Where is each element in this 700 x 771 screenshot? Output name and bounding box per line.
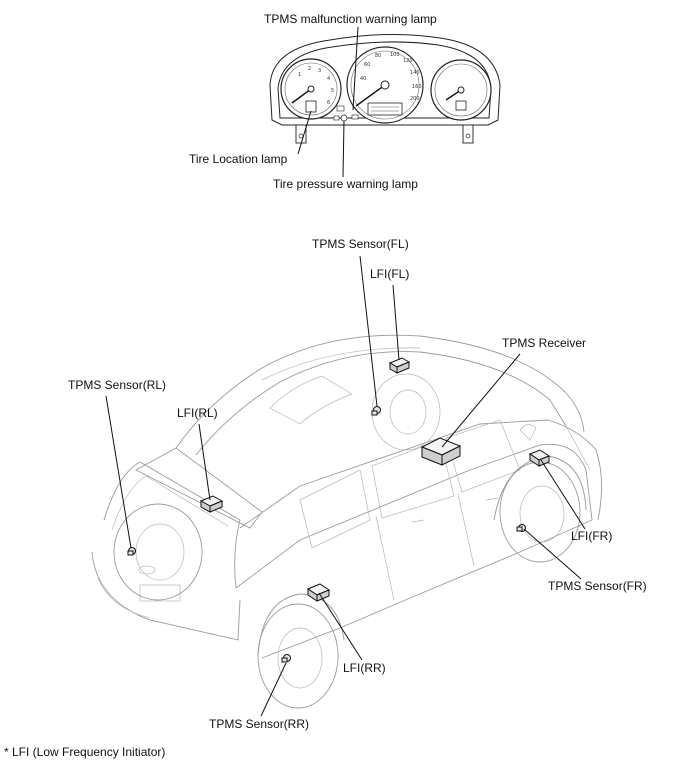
label-lfi-fl: LFI(FL) [370, 267, 409, 281]
label-lfi-rr: LFI(RR) [343, 661, 386, 675]
svg-text:80: 80 [375, 53, 381, 59]
label-sensor-rr: TPMS Sensor(RR) [209, 717, 309, 731]
svg-text:5: 5 [331, 88, 334, 94]
leader-tire-location-lamp [297, 110, 312, 155]
svg-text:3: 3 [318, 68, 321, 74]
label-tpms-malfunction-lamp: TPMS malfunction warning lamp [264, 12, 437, 26]
lfi-rr-module [306, 583, 331, 602]
svg-text:120: 120 [403, 58, 413, 64]
tpms-sensor-rl [127, 547, 136, 556]
leader-lfi-fl [392, 284, 400, 361]
leader-lfi-rl [198, 423, 211, 501]
leader-tire-pressure-lamp [342, 120, 345, 178]
label-tire-pressure-lamp: Tire pressure warning lamp [273, 177, 418, 191]
leader-tpms-malfunction-lamp [352, 26, 359, 111]
svg-text:100: 100 [390, 52, 400, 58]
svg-text:200: 200 [410, 96, 420, 102]
label-receiver: TPMS Receiver [502, 336, 586, 350]
svg-text:1: 1 [298, 72, 301, 78]
leader-lfi-fr [540, 459, 586, 530]
leader-sensor-rl [105, 395, 132, 549]
leader-sensor-fl [359, 255, 378, 407]
svg-text:4: 4 [327, 76, 330, 82]
footnote: * LFI (Low Frequency Initiator) [4, 745, 165, 759]
tpms-sensor-fr [516, 524, 526, 532]
vehicle-outline [91, 334, 603, 709]
label-sensor-rl: TPMS Sensor(RL) [68, 378, 166, 392]
lfi-fl-module [388, 357, 411, 374]
svg-text:160: 160 [412, 84, 422, 90]
label-lfi-rl: LFI(RL) [177, 406, 218, 420]
leader-sensor-fr [523, 528, 582, 580]
label-sensor-fr: TPMS Sensor(FR) [548, 579, 647, 593]
leader-sensor-rr [260, 662, 287, 717]
label-lfi-fr: LFI(FR) [571, 529, 612, 543]
svg-text:6: 6 [327, 100, 330, 106]
svg-text:140: 140 [410, 70, 420, 76]
label-tire-location-lamp: Tire Location lamp [189, 152, 288, 166]
leader-receiver [441, 353, 521, 448]
svg-text:40: 40 [360, 76, 366, 82]
lfi-rl-module [199, 495, 224, 513]
tpms-sensor-rr [281, 654, 291, 663]
lfi-fr-module [528, 449, 551, 467]
svg-text:2: 2 [308, 66, 311, 72]
svg-text:60: 60 [364, 62, 370, 68]
leader-lfi-rr [318, 592, 363, 661]
label-sensor-fl: TPMS Sensor(FL) [312, 237, 409, 251]
tpms-sensor-fl [371, 406, 381, 416]
tpms-receiver-module [420, 437, 462, 466]
